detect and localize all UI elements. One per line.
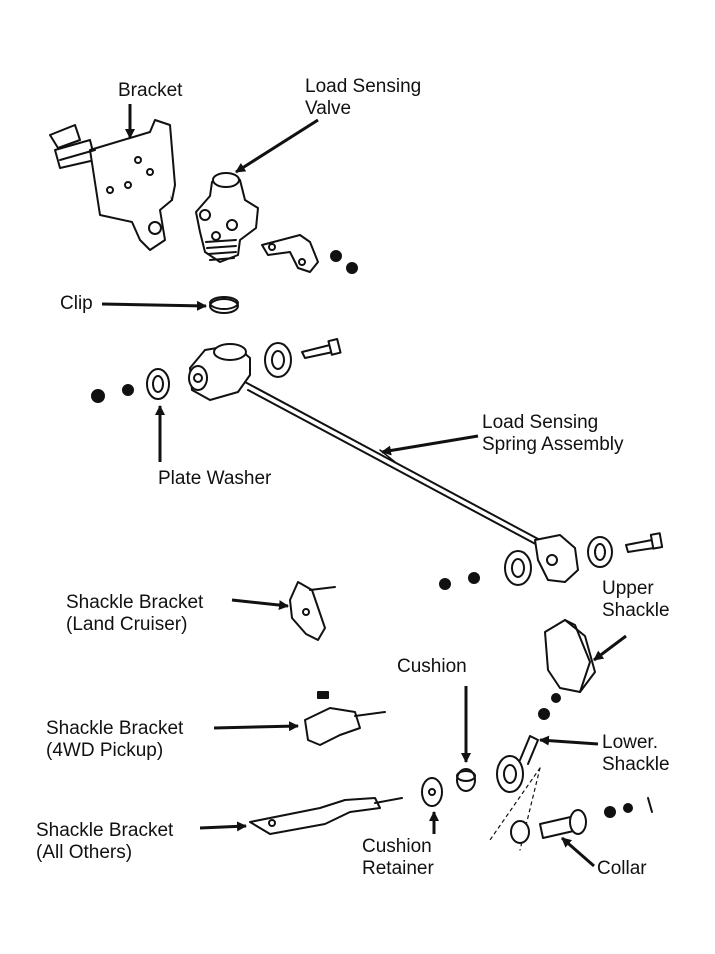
valve-plate-part [261,234,319,273]
nut-shackle [538,708,550,720]
label-clip-line1: Clip [60,293,93,314]
label-load-sensing-valve: Load Sensing Valve [305,76,421,120]
label-lower-shackle: Lower. Shackle [602,732,670,776]
label-shackle-bracket-others: Shackle Bracket (All Others) [36,820,173,864]
collar-washer [510,820,530,844]
nut-left-1 [91,389,105,403]
label-collar: Collar [597,858,647,880]
shackle-bracket-land-cruiser-part [289,581,336,641]
label-spring-assembly-line2: Spring Assembly [482,434,624,455]
shackle-bracket-others-part [249,797,403,835]
label-cushion-line1: Cushion [397,656,467,677]
label-land-cruiser-line2: (Land Cruiser) [66,614,188,635]
plate-washer-part [146,368,170,400]
label-cushion: Cushion [397,656,467,678]
nut-mid-1 [439,578,451,590]
label-lower-shackle-line2: Shackle [602,754,670,775]
bolt-lower [625,532,664,553]
nut-mid-2 [468,572,480,584]
label-bracket: Bracket [118,80,182,102]
arrow-4wd [213,721,299,732]
arrow-upper-shackle [593,634,627,662]
label-upper-shackle-line2: Shackle [602,600,670,621]
lower-shackle-part [496,735,539,793]
arrow-valve [235,118,319,174]
arrow-lower-shackle [539,735,599,746]
label-plate-washer-line1: Plate Washer [158,468,272,489]
label-others-line2: (All Others) [36,842,133,863]
clip-part [209,296,239,314]
collar-nut-1 [604,806,616,818]
label-load-sensing-valve-line1: Load Sensing [305,76,422,97]
label-shackle-bracket-land-cruiser: Shackle Bracket (Land Cruiser) [66,592,203,636]
label-plate-washer: Plate Washer [158,468,271,490]
shackle-bracket-4wd-part [304,691,386,746]
label-shackle-bracket-4wd: Shackle Bracket (4WD Pickup) [46,718,183,762]
collar-nut-2 [623,803,633,813]
arrow-collar [561,836,595,868]
label-land-cruiser-line1: Shackle Bracket [66,592,204,613]
washer-upper-right [264,342,292,378]
label-spring-assembly-line1: Load Sensing [482,412,599,433]
load-sensing-valve-part [195,172,259,263]
nut-left-2 [122,384,134,396]
label-bracket-line1: Bracket [118,80,183,101]
label-cushion-retainer-line1: Cushion [362,836,432,857]
label-cushion-retainer-line2: Retainer [362,858,434,879]
label-upper-shackle-line1: Upper [602,578,654,599]
washer-lower-right [587,536,613,568]
cushion-retainer-part [421,777,443,807]
label-spring-assembly: Load Sensing Spring Assembly [482,412,624,456]
collar-pin [647,797,653,813]
collar-part [539,809,587,839]
label-4wd-line2: (4WD Pickup) [46,740,164,761]
spring-upper-end [188,343,251,401]
label-load-sensing-valve-line2: Valve [305,98,352,119]
spring-lower-end [534,534,579,583]
label-others-line1: Shackle Bracket [36,820,174,841]
label-collar-line1: Collar [597,858,647,879]
arrow-clip [101,300,207,311]
arrow-spring [381,434,479,456]
spring-rod [244,381,544,549]
label-cushion-retainer: Cushion Retainer [362,836,434,880]
label-upper-shackle: Upper Shackle [602,578,670,622]
arrow-land-cruiser [231,598,289,611]
washer-lower-left [504,550,532,586]
label-4wd-line1: Shackle Bracket [46,718,184,739]
label-clip: Clip [60,293,93,315]
arrow-others [199,821,247,832]
bolt-upper [301,337,342,359]
label-lower-shackle-line1: Lower. [602,732,658,753]
bracket-part [49,119,176,251]
valve-nuts [330,250,358,274]
upper-shackle-part [544,619,596,693]
